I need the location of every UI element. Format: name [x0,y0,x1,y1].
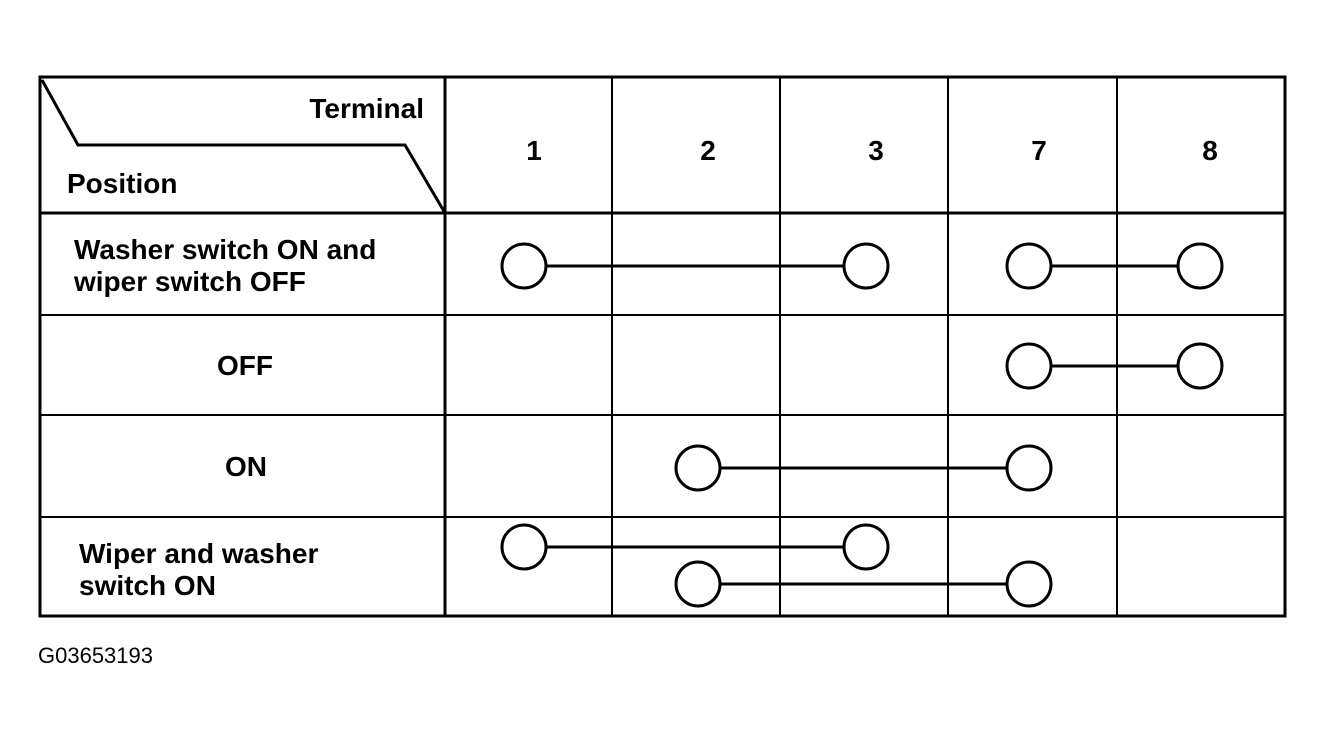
terminal-label-1: 1 [526,135,542,166]
header-corner-cell: Terminal Position [40,79,447,214]
terminal-heading: Terminal [309,93,424,124]
terminal-circle [1005,242,1053,290]
terminal-circle [1005,444,1053,492]
terminal-circle [1176,342,1224,390]
terminal-circle [674,444,722,492]
terminal-label-3: 3 [868,135,884,166]
position-label: ON [225,451,267,482]
table-border [38,75,1287,618]
position-heading: Position [67,168,177,199]
position-label: OFF [217,350,273,381]
position-label: switch ON [79,570,216,601]
terminal-circle [842,523,890,571]
terminal-number-row: 1 2 3 7 8 [526,135,1218,166]
position-label: Washer switch ON and [74,234,376,265]
terminal-circle [1176,242,1224,290]
terminal-label-7: 7 [1031,135,1047,166]
terminal-circle [1005,342,1053,390]
corner-divider [40,79,447,214]
terminal-circle [500,523,548,571]
terminal-circle [500,242,548,290]
position-label: Wiper and washer [79,538,318,569]
terminal-label-2: 2 [700,135,716,166]
terminal-circle [1005,560,1053,608]
terminal-connections [500,242,1224,608]
terminal-circle [842,242,890,290]
figure-id: G03653193 [38,643,153,668]
position-label: wiper switch OFF [73,266,306,297]
table-grid [38,75,1287,618]
terminal-label-8: 8 [1202,135,1218,166]
terminal-circle [674,560,722,608]
